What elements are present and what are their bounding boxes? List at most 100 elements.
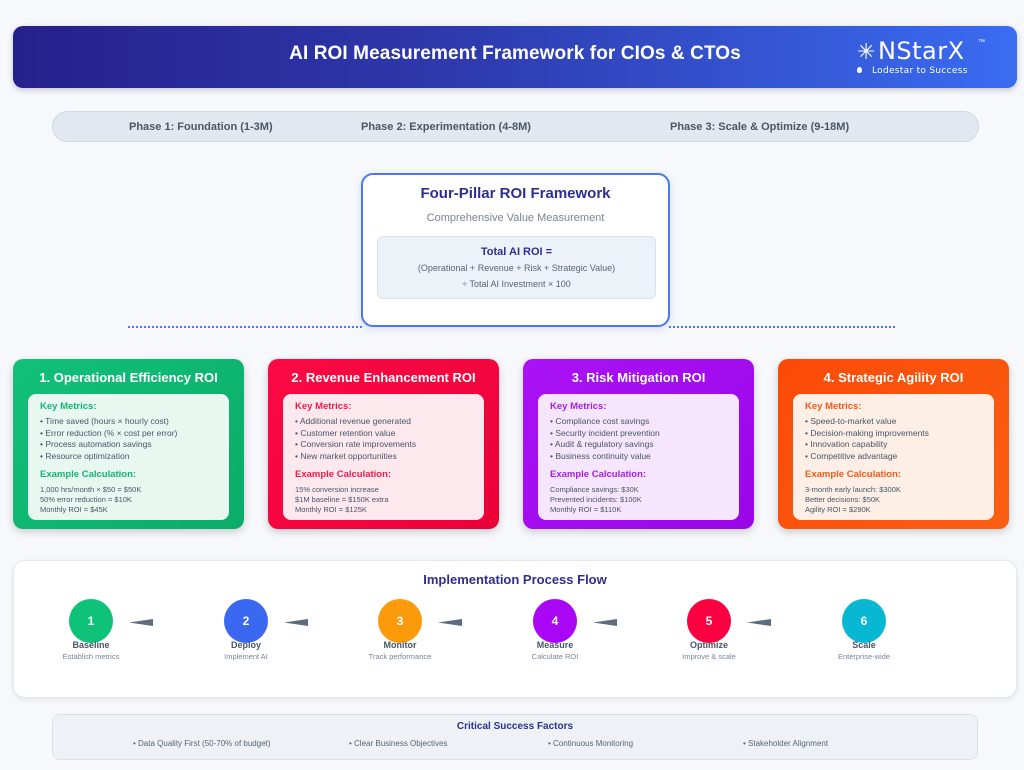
metric-item: • Customer retention value — [295, 427, 396, 438]
formula-title: Total AI ROI = — [480, 246, 553, 258]
arrow-left-icon — [438, 619, 462, 626]
metric-item: • Process automation savings — [40, 439, 152, 449]
arrow-left-icon — [129, 619, 153, 626]
csf-item: • Stakeholder Alignment — [743, 739, 829, 748]
step-name: Optimize — [689, 640, 728, 650]
step-number-circle: 1 — [69, 599, 113, 643]
metric-item: • Competitive advantage — [805, 450, 898, 461]
step-name: Baseline — [72, 640, 110, 650]
key-metrics-list: • Speed-to-market value • Decision-makin… — [805, 416, 982, 462]
example-calc: 1,000 hrs/month × $50 = $50K 50% error r… — [40, 485, 217, 515]
pillar-content: Key Metrics: • Additional revenue genera… — [283, 394, 484, 520]
process-step-monitor: 3 Monitor Track performance — [345, 599, 455, 661]
pillar-title: 1. Operational Efficiency ROI — [39, 370, 218, 385]
phase-2-label: Phase 2: Experimentation (4-8M) — [361, 121, 531, 133]
logo-name: NStarX — [877, 37, 965, 65]
step-description: Track performance — [368, 652, 432, 661]
step-number-circle: 5 — [687, 599, 731, 643]
step-number-circle: 3 — [378, 599, 422, 643]
metric-item: • Conversion rate improvements — [295, 439, 417, 449]
phase-timeline: Phase 1: Foundation (1-3M) Phase 2: Expe… — [52, 111, 979, 142]
pillar-content: Key Metrics: • Compliance cost savings •… — [538, 394, 739, 520]
calc-line: Prevented incidents: $100K — [550, 495, 642, 504]
pillar-content: Key Metrics: • Time saved (hours × hourl… — [28, 394, 229, 520]
pillar-strategic-agility: 4. Strategic Agility ROI Key Metrics: • … — [778, 359, 1009, 529]
example-calc: 15% conversion increase $1M baseline = $… — [295, 485, 472, 515]
metric-item: • Audit & regulatory savings — [550, 439, 654, 449]
calc-line: 3-month early launch: $300K — [805, 485, 901, 494]
formula-numerator: (Operational + Revenue + Risk + Strategi… — [417, 263, 616, 273]
pillar-title: 2. Revenue Enhancement ROI — [291, 370, 476, 385]
example-calc-heading: Example Calculation: — [295, 469, 392, 480]
process-step-optimize: 5 Optimize Improve & scale — [654, 599, 764, 661]
calc-line: Better decisions: $50K — [805, 495, 881, 504]
key-metrics-heading: Key Metrics: — [805, 401, 862, 412]
metric-item: • Speed-to-market value — [805, 416, 897, 426]
csf-title: Critical Success Factors — [456, 721, 574, 732]
pillar-title: 3. Risk Mitigation ROI — [571, 370, 706, 385]
example-calc: 3-month early launch: $300K Better decis… — [805, 485, 982, 515]
step-number-circle: 4 — [533, 599, 577, 643]
star-icon: ✳ — [857, 40, 876, 65]
calc-line: 1,000 hrs/month × $50 = $50K — [40, 485, 142, 494]
step-name: Measure — [536, 640, 574, 650]
framework-title: Four-Pillar ROI Framework — [420, 185, 611, 202]
critical-success-factors: Critical Success Factors • Data Quality … — [52, 714, 978, 760]
csf-item: • Data Quality First (50-70% of budget) — [133, 739, 271, 748]
connector-line-left — [128, 326, 362, 328]
process-title: Implementation Process Flow — [423, 572, 607, 587]
step-description: Calculate ROI — [531, 652, 579, 661]
pillar-title: 4. Strategic Agility ROI — [823, 370, 964, 385]
calc-line: Compliance savings: $30K — [550, 485, 639, 494]
step-name: Monitor — [383, 640, 417, 650]
metric-item: • Compliance cost savings — [550, 416, 650, 426]
metric-item: • Additional revenue generated — [295, 416, 411, 426]
nstarx-logo: ✳NStarX ™ Lodestar to Success — [857, 37, 987, 77]
phase-1-label: Phase 1: Foundation (1-3M) — [129, 121, 273, 133]
arrow-left-icon — [593, 619, 617, 626]
process-step-baseline: 1 Baseline Establish metrics — [36, 599, 146, 661]
calc-line: Monthly ROI = $45K — [40, 505, 108, 514]
key-metrics-heading: Key Metrics: — [295, 401, 352, 412]
step-description: Enterprise-wide — [837, 652, 891, 661]
key-metrics-heading: Key Metrics: — [550, 401, 607, 412]
example-calc: Compliance savings: $30K Prevented incid… — [550, 485, 727, 515]
trademark-symbol: ™ — [978, 39, 985, 46]
calc-line: Monthly ROI = $110K — [550, 505, 622, 514]
step-description: Establish metrics — [62, 652, 120, 661]
csf-item: • Clear Business Objectives — [349, 739, 448, 748]
metric-item: • Decision-making improvements — [805, 427, 929, 438]
key-metrics-list: • Additional revenue generated • Custome… — [295, 416, 472, 462]
step-name: Deploy — [230, 640, 261, 650]
arrow-left-icon — [284, 619, 308, 626]
step-number-circle: 2 — [224, 599, 268, 643]
metric-item: • New market opportunities — [295, 450, 397, 461]
formula-box: Total AI ROI = (Operational + Revenue + … — [377, 236, 656, 299]
calc-line: $1M baseline = $150K extra — [295, 495, 389, 504]
key-metrics-heading: Key Metrics: — [40, 401, 97, 412]
drop-icon — [857, 67, 862, 73]
example-calc-heading: Example Calculation: — [805, 469, 902, 480]
step-name: Scale — [852, 640, 876, 650]
calc-line: 50% error reduction = $10K — [40, 495, 132, 504]
calc-line: Agility ROI = $290K — [805, 505, 871, 514]
process-flow-panel: Implementation Process Flow 1 Baseline E… — [13, 560, 1017, 698]
phase-3-label: Phase 3: Scale & Optimize (9-18M) — [670, 121, 850, 133]
header-banner: AI ROI Measurement Framework for CIOs & … — [13, 26, 1017, 88]
metric-item: • Innovation capability — [805, 439, 888, 449]
step-description: Implement AI — [224, 652, 268, 661]
metric-item: • Business continuity value — [550, 450, 651, 461]
key-metrics-list: • Compliance cost savings • Security inc… — [550, 416, 727, 462]
connector-line-right — [669, 326, 895, 328]
csf-item: • Continuous Monitoring — [548, 739, 634, 748]
metric-item: • Security incident prevention — [550, 427, 660, 438]
logo-tagline: Lodestar to Success — [872, 66, 968, 76]
process-step-scale: 6 Scale Enterprise-wide — [809, 599, 919, 661]
pillar-content: Key Metrics: • Speed-to-market value • D… — [793, 394, 994, 520]
logo-wordmark: ✳NStarX — [857, 37, 965, 65]
page-title: AI ROI Measurement Framework for CIOs & … — [289, 43, 741, 64]
framework-card: Four-Pillar ROI Framework Comprehensive … — [361, 173, 670, 327]
process-step-deploy: 2 Deploy Implement AI — [191, 599, 301, 661]
process-step-measure: 4 Measure Calculate ROI — [500, 599, 610, 661]
arrow-left-icon — [747, 619, 771, 626]
